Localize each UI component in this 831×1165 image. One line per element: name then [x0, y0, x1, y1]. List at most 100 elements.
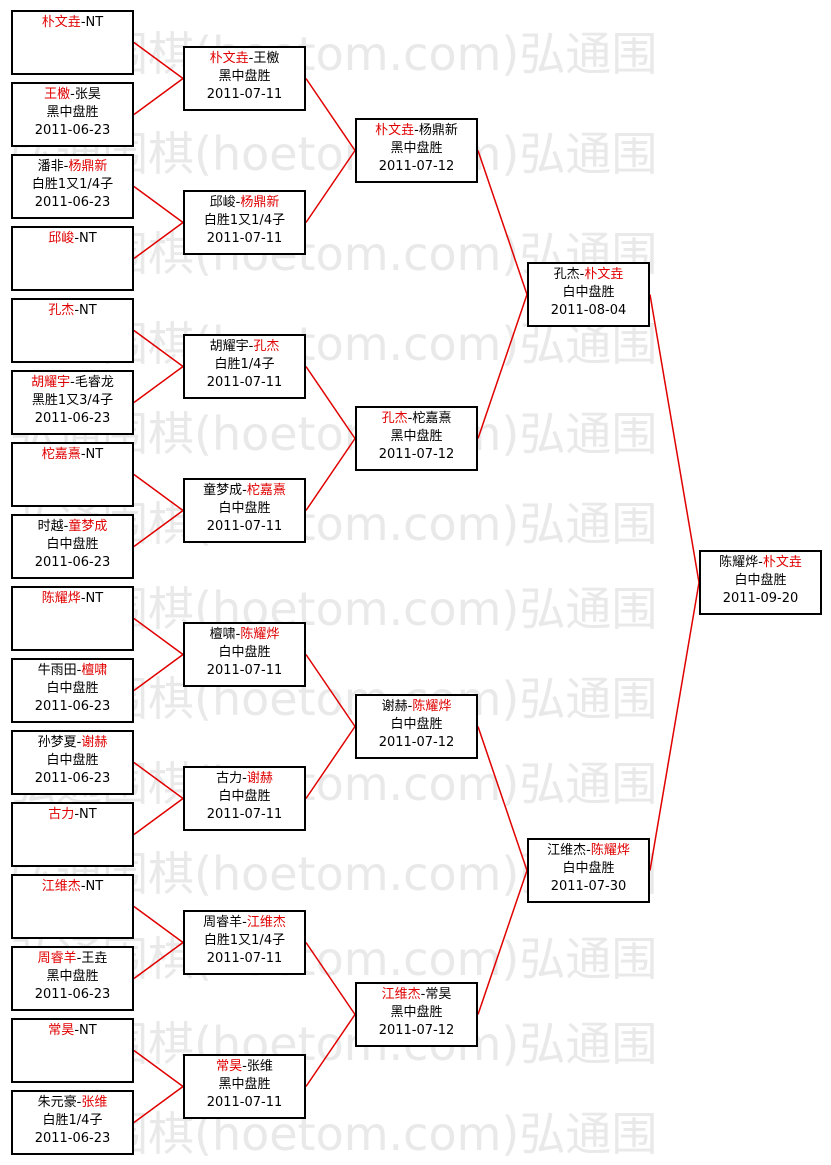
- match-box: 朴文垚-NT: [11, 10, 134, 75]
- versus-separator: -: [242, 1059, 247, 1074]
- versus-separator: -: [76, 951, 82, 966]
- match-players: 陈耀烨-NT: [13, 590, 132, 608]
- match-players: 檀啸-陈耀烨: [185, 626, 304, 644]
- player-2-name: 江维杰: [246, 915, 286, 930]
- player-1-name: 朴文垚: [375, 123, 415, 138]
- player-1-name: 周睿羊: [37, 951, 77, 966]
- player-1-name: 胡耀宇: [31, 375, 71, 390]
- player-2-name: NT: [85, 879, 104, 894]
- player-1-name: 邱峻: [209, 195, 236, 210]
- bracket-connector-line: [133, 617, 184, 656]
- versus-separator: -: [74, 807, 80, 822]
- match-players: 邱峻-NT: [13, 230, 132, 248]
- match-box: 孔杰-NT: [11, 298, 134, 363]
- player-2-name: 张昊: [74, 87, 101, 102]
- match-date: 2011-06-23: [34, 123, 111, 138]
- match-result: 黑中盘胜: [390, 141, 443, 156]
- match-result: 白中盘胜: [46, 537, 99, 552]
- bracket-connector-line: [133, 365, 184, 404]
- versus-separator: -: [74, 231, 80, 246]
- match-date: 2011-07-12: [378, 447, 455, 462]
- match-result: 白胜1又1/4子: [31, 177, 114, 192]
- player-2-name: 孔杰: [253, 339, 280, 354]
- player-1-name: 谢赫: [381, 699, 408, 714]
- bracket-connector-line: [133, 941, 184, 980]
- player-1-name: 常昊: [48, 1023, 75, 1038]
- player-2-name: 檀啸: [81, 663, 108, 678]
- match-players: 古力-NT: [13, 806, 132, 824]
- player-2-name: NT: [85, 447, 104, 462]
- versus-separator: -: [74, 303, 80, 318]
- match-date: 2011-06-23: [34, 555, 111, 570]
- versus-separator: -: [248, 339, 254, 354]
- versus-separator: -: [586, 843, 591, 858]
- bracket-connector-line: [305, 78, 356, 151]
- bracket-connector-line: [133, 185, 184, 224]
- bracket-connector-line: [133, 221, 184, 260]
- bracket-connector-line: [133, 761, 184, 800]
- player-2-name: 谢赫: [81, 735, 108, 750]
- match-date: 2011-07-11: [206, 87, 283, 102]
- match-result: 白中盘胜: [562, 285, 615, 300]
- match-players: 牛雨田-檀啸: [13, 662, 132, 680]
- bracket-connector-line: [133, 1085, 184, 1124]
- match-date: 2011-06-23: [34, 987, 111, 1002]
- match-players: 孙梦夏-谢赫: [13, 734, 132, 752]
- player-2-name: 杨鼎新: [240, 195, 280, 210]
- versus-separator: -: [235, 195, 241, 210]
- match-box: 柁嘉熹-NT: [11, 442, 134, 507]
- match-result: 白中盘胜: [218, 789, 271, 804]
- match-date: 2011-07-11: [206, 951, 283, 966]
- bracket-connector-line: [305, 942, 356, 1015]
- match-result: 黑中盘胜: [390, 429, 443, 444]
- player-1-name: 檀啸: [209, 627, 236, 642]
- player-2-name: NT: [79, 807, 97, 822]
- match-players: 朱元豪-张维: [13, 1094, 132, 1112]
- match-players: 时越-童梦成: [13, 518, 132, 536]
- bracket-connector-line: [649, 582, 700, 871]
- bracket-connector-line: [133, 653, 184, 692]
- match-date: 2011-06-23: [34, 771, 111, 786]
- player-1-name: 潘非: [37, 159, 64, 174]
- player-2-name: 陈耀烨: [590, 843, 630, 858]
- player-2-name: NT: [79, 231, 97, 246]
- bracket-connector-line: [133, 329, 184, 368]
- match-players: 常昊-张维: [185, 1058, 304, 1076]
- player-2-name: 毛睿龙: [74, 375, 114, 390]
- versus-separator: -: [248, 51, 254, 66]
- bracket-connector-line: [133, 509, 184, 548]
- bracket-connector-line: [133, 77, 184, 116]
- match-players: 陈耀烨-朴文垚: [701, 554, 820, 572]
- match-result: 白胜1/4子: [42, 1113, 103, 1128]
- match-date: 2011-07-11: [206, 519, 283, 534]
- match-result: 黑中盘胜: [46, 969, 99, 984]
- match-box: 常昊-NT: [11, 1018, 134, 1083]
- player-1-name: 朱元豪: [37, 1095, 77, 1110]
- match-players: 谢赫-陈耀烨: [357, 698, 476, 716]
- match-date: 2011-07-12: [378, 159, 455, 174]
- match-date: 2011-07-12: [378, 1023, 455, 1038]
- match-date: 2011-07-11: [206, 663, 283, 678]
- player-1-name: 陈耀烨: [719, 555, 759, 570]
- match-date: 2011-06-23: [34, 411, 111, 426]
- player-1-name: 朴文垚: [41, 15, 81, 30]
- player-2-name: 杨鼎新: [68, 159, 108, 174]
- bracket-connector-line: [133, 905, 184, 944]
- match-date: 2011-06-23: [34, 699, 111, 714]
- match-result: 白胜1/4子: [214, 357, 275, 372]
- player-1-name: 周睿羊: [203, 915, 243, 930]
- match-date: 2011-07-11: [206, 375, 283, 390]
- player-2-name: NT: [85, 591, 104, 606]
- match-players: 童梦成-柁嘉熹: [185, 482, 304, 500]
- player-1-name: 陈耀烨: [41, 591, 81, 606]
- match-result: 白中盘胜: [562, 861, 615, 876]
